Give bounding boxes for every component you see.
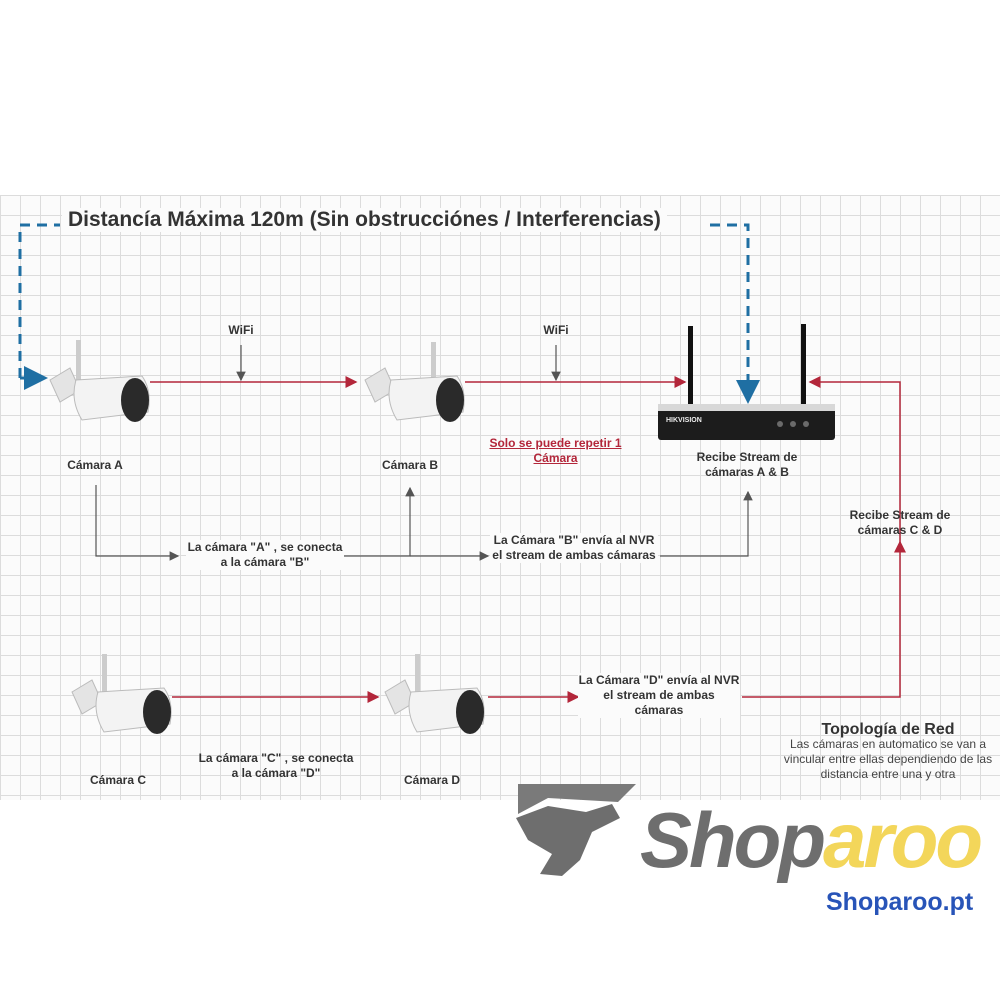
- nvr-brand-text: HIKVISION: [666, 417, 702, 424]
- connection-ab-label: La cámara "A" , se conecta a la cámara "…: [186, 540, 344, 570]
- connector-a: [95, 485, 180, 561]
- nvr-receive-cd-label: Recibe Stream de cámaras C & D: [849, 508, 951, 537]
- send-d-label: La Cámara "D" envía al NVR el stream de …: [578, 673, 740, 718]
- connector-b-up: [338, 486, 415, 557]
- camera-c-icon: [71, 654, 172, 734]
- wifi-label-1: WiFi: [228, 323, 254, 337]
- brand-shop-text: Shop: [640, 796, 826, 884]
- topology-block: Topología de Red Las cámaras en automati…: [776, 722, 1000, 782]
- kangaroo-logo-icon: [516, 784, 636, 876]
- connection-cd-label: La cámara "C" , se conecta a la cámara "…: [198, 751, 354, 780]
- camera-a-label: Cámara A: [67, 458, 123, 472]
- camera-b-icon: [364, 342, 465, 422]
- connector-nvr-up: [660, 490, 753, 557]
- link-d-nvr: [742, 376, 901, 698]
- brand-aroo-text: aroo: [822, 796, 983, 884]
- camera-c-label: Cámara C: [89, 773, 147, 787]
- brand-url: Shoparoo.pt: [826, 888, 974, 916]
- topology-description: Las cámaras en automatico se van a vincu…: [783, 737, 993, 781]
- camera-d-icon: [384, 654, 485, 734]
- nvr-receive-ab-label: Recibe Stream de cámaras A & B: [696, 450, 798, 479]
- camera-b-label: Cámara B: [381, 458, 439, 472]
- wifi-label-2: WiFi: [543, 323, 569, 337]
- nvr-device: HIKVISION: [658, 324, 835, 440]
- diagram-title: Distancía Máxima 120m (Sin obstrucciónes…: [62, 208, 667, 232]
- camera-d-label: Cámara D: [403, 773, 461, 787]
- max-distance-line: [18, 223, 748, 398]
- send-b-label: La Cámara "B" envía al NVR el stream de …: [490, 533, 658, 563]
- brand-logo-text: Shoparoo: [640, 795, 983, 886]
- topology-title: Topología de Red: [821, 721, 955, 738]
- camera-a-icon: [49, 340, 150, 422]
- repeat-note: Solo se puede repetir 1 Cámara: [489, 436, 622, 465]
